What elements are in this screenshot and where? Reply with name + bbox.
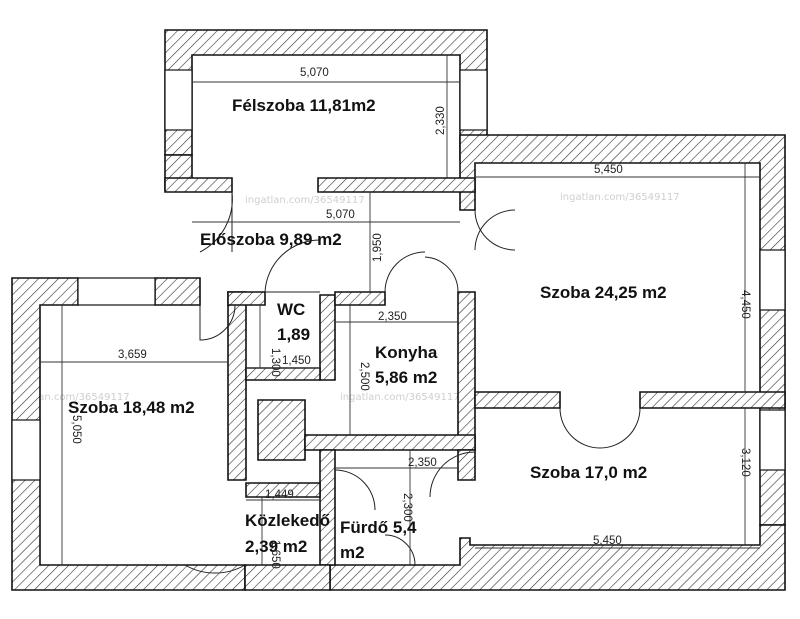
door xyxy=(559,407,641,449)
watermark: ingatlan.com/36549117 xyxy=(340,392,460,403)
room-label-konyha: Konyha xyxy=(375,343,438,362)
dimension-text: 1,650 xyxy=(269,540,281,569)
dimension-text: 2,330 xyxy=(435,106,447,135)
door xyxy=(429,451,476,498)
room-label-wc: WC xyxy=(277,300,305,319)
room-area-furdo: m2 xyxy=(340,543,365,562)
room-label-szoba-left: Szoba 18,48 m2 xyxy=(68,398,195,417)
wall xyxy=(639,391,786,409)
dimension-text: 3,659 xyxy=(118,349,147,361)
wall xyxy=(319,449,336,566)
dimension-text: 1,449 xyxy=(265,489,294,501)
wall xyxy=(304,434,476,451)
wall xyxy=(245,482,321,498)
wall xyxy=(334,291,386,306)
dimension-text: 3,120 xyxy=(739,448,751,477)
window xyxy=(759,409,786,471)
door xyxy=(384,251,459,293)
room-area-kozlekedo: 2,39 m2 xyxy=(245,537,307,556)
dimension-text: 2,350 xyxy=(408,457,437,469)
window xyxy=(164,69,193,131)
room-label-kozlekedo: Közlekedő xyxy=(245,511,330,530)
door xyxy=(334,469,376,511)
room-label-eloszoba: Előszoba 9,89 m2 xyxy=(200,230,342,249)
dimension-text: 1,300 xyxy=(269,348,281,377)
wall xyxy=(457,449,476,481)
dimension-text: 5,070 xyxy=(300,67,329,79)
dimension-text: 5,450 xyxy=(594,164,623,176)
watermark: ingatlan.com/36549117 xyxy=(10,392,130,403)
door xyxy=(199,304,236,341)
door xyxy=(384,534,416,566)
room-label-szoba-big: Szoba 24,25 m2 xyxy=(540,283,667,302)
wall xyxy=(227,291,266,306)
dimension-text: 1,950 xyxy=(372,233,384,262)
window xyxy=(77,277,156,306)
wall xyxy=(227,291,247,481)
wall xyxy=(164,29,488,161)
wall xyxy=(474,391,561,409)
room-label-furdo: Fürdő 5,4 xyxy=(340,518,417,537)
room-area-konyha: 5,86 m2 xyxy=(375,368,437,387)
wall xyxy=(457,291,476,451)
dimension-text: 5,050 xyxy=(70,415,82,444)
dimension-text: 1,450 xyxy=(282,355,311,367)
wall xyxy=(244,564,331,591)
wall xyxy=(317,177,476,193)
window xyxy=(11,419,41,481)
dimension-text: 5,070 xyxy=(326,209,355,221)
window xyxy=(759,249,786,311)
wall xyxy=(164,177,233,193)
dimension-text: 2,300 xyxy=(401,493,413,522)
door xyxy=(264,239,321,293)
room-label-szoba-right: Szoba 17,0 m2 xyxy=(530,463,647,482)
wall xyxy=(154,277,201,306)
chimney xyxy=(257,399,306,461)
window xyxy=(459,69,488,131)
room-area-wc: 1,89 xyxy=(277,325,310,344)
watermark: ingatlan.com/36549117 xyxy=(245,195,365,206)
dimension-text: 4,450 xyxy=(739,290,751,319)
door xyxy=(184,564,246,574)
wall xyxy=(329,524,786,591)
dimension-text: 2,350 xyxy=(378,311,407,323)
watermark: ingatlan.com/36549117 xyxy=(560,192,680,203)
dimension-text: 2,500 xyxy=(358,362,370,391)
door xyxy=(474,209,516,251)
room-label-felszoba: Félszoba 11,81m2 xyxy=(232,96,376,115)
wall xyxy=(11,277,246,591)
dimension-text: 5,450 xyxy=(593,535,622,547)
wall xyxy=(319,294,336,381)
wall xyxy=(245,367,321,381)
